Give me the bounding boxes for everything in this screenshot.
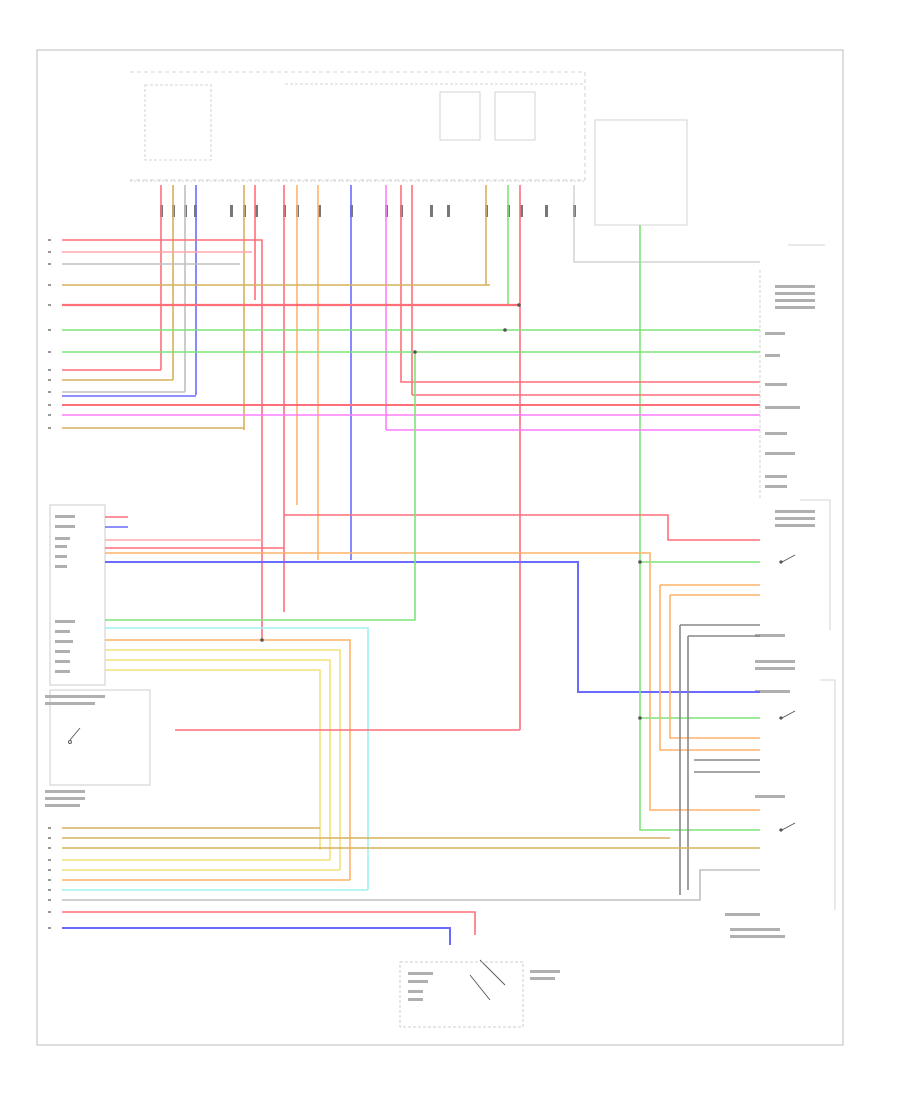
- bottom-switch-text-marks: [408, 970, 560, 1001]
- top-connector: [130, 71, 688, 226]
- diagram-frame: [36, 49, 844, 1046]
- left-bundle-wires: [62, 239, 760, 640]
- right-text-marks: [725, 285, 815, 938]
- middle-wires: [105, 352, 760, 895]
- connector-blips: [260, 303, 642, 720]
- left-module: [49, 504, 151, 786]
- lower-bundle-wires: [62, 827, 760, 945]
- bottom-switch: [399, 961, 524, 1028]
- switch-symbols: [68, 554, 796, 1001]
- left-module-text-marks: [45, 515, 105, 807]
- wire-numbers: [48, 239, 51, 929]
- vertical-drops: [160, 185, 760, 730]
- top-connector-pins: [160, 205, 576, 217]
- right-connector-area: [759, 244, 836, 910]
